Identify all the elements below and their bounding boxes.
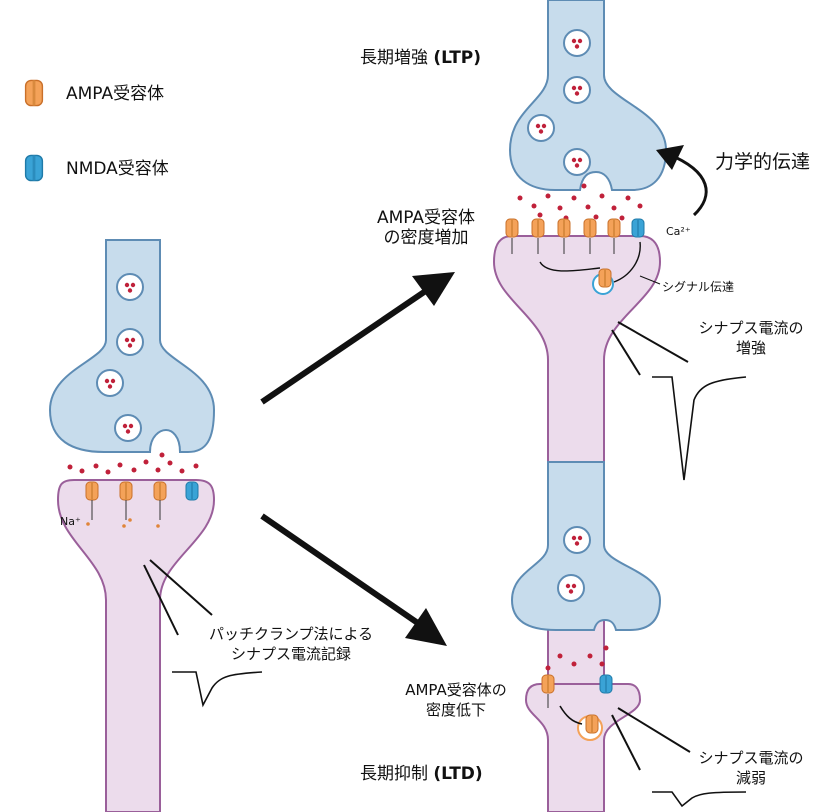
ltp-title-abbr: (LTP) xyxy=(433,48,481,68)
ltd-title-main: 長期抑制 xyxy=(360,764,433,784)
legend-ampa-icon xyxy=(26,80,43,105)
patch-clamp-line1: パッチクランプ法による xyxy=(176,624,406,644)
base-synapse xyxy=(50,240,262,812)
base-current-trace xyxy=(172,672,262,705)
ltp-density-label: AMPA受容体 の密度増加 xyxy=(366,208,486,248)
ltp-title-main: 長期増強 xyxy=(360,48,433,68)
patch-clamp-label: パッチクランプ法による シナプス電流記録 xyxy=(176,624,406,664)
mechanical-transmission-label: 力学的伝達 xyxy=(715,152,810,172)
patch-clamp-line2: シナプス電流記録 xyxy=(176,644,406,664)
ltd-density-label: AMPA受容体の 密度低下 xyxy=(392,680,520,720)
ltp-density-line1: AMPA受容体 xyxy=(366,208,486,228)
ltd-current-line2: 減弱 xyxy=(690,768,812,788)
ltd-current-line1: シナプス電流の xyxy=(690,748,812,768)
ltd-density-line2: 密度低下 xyxy=(392,700,520,720)
signaling-label: シグナル伝達 xyxy=(662,277,734,297)
legend-nmda-label: NMDA受容体 xyxy=(66,159,169,179)
sodium-label: Na⁺ xyxy=(60,512,81,532)
ltp-density-line2: の密度増加 xyxy=(366,228,486,248)
ltp-current-label: シナプス電流の 増強 xyxy=(690,318,812,358)
ltd-current-trace xyxy=(652,792,746,806)
ltd-postsynaptic-spine xyxy=(526,684,640,812)
calcium-label: Ca²⁺ xyxy=(666,222,691,242)
ltd-density-line1: AMPA受容体の xyxy=(392,680,520,700)
ltd-title-abbr: (LTD) xyxy=(433,764,482,784)
legend-ampa-label: AMPA受容体 xyxy=(66,84,164,104)
ltp-current-trace xyxy=(652,377,746,480)
ltd-title: 長期抑制 (LTD) xyxy=(360,764,483,784)
arrow-to-ltp xyxy=(262,272,455,402)
legend-nmda-icon xyxy=(26,155,43,180)
ltd-current-label: シナプス電流の 減弱 xyxy=(690,748,812,788)
ltp-current-line2: 増強 xyxy=(690,338,812,358)
ltp-current-line1: シナプス電流の xyxy=(690,318,812,338)
ltp-title: 長期増強 (LTP) xyxy=(360,48,481,68)
